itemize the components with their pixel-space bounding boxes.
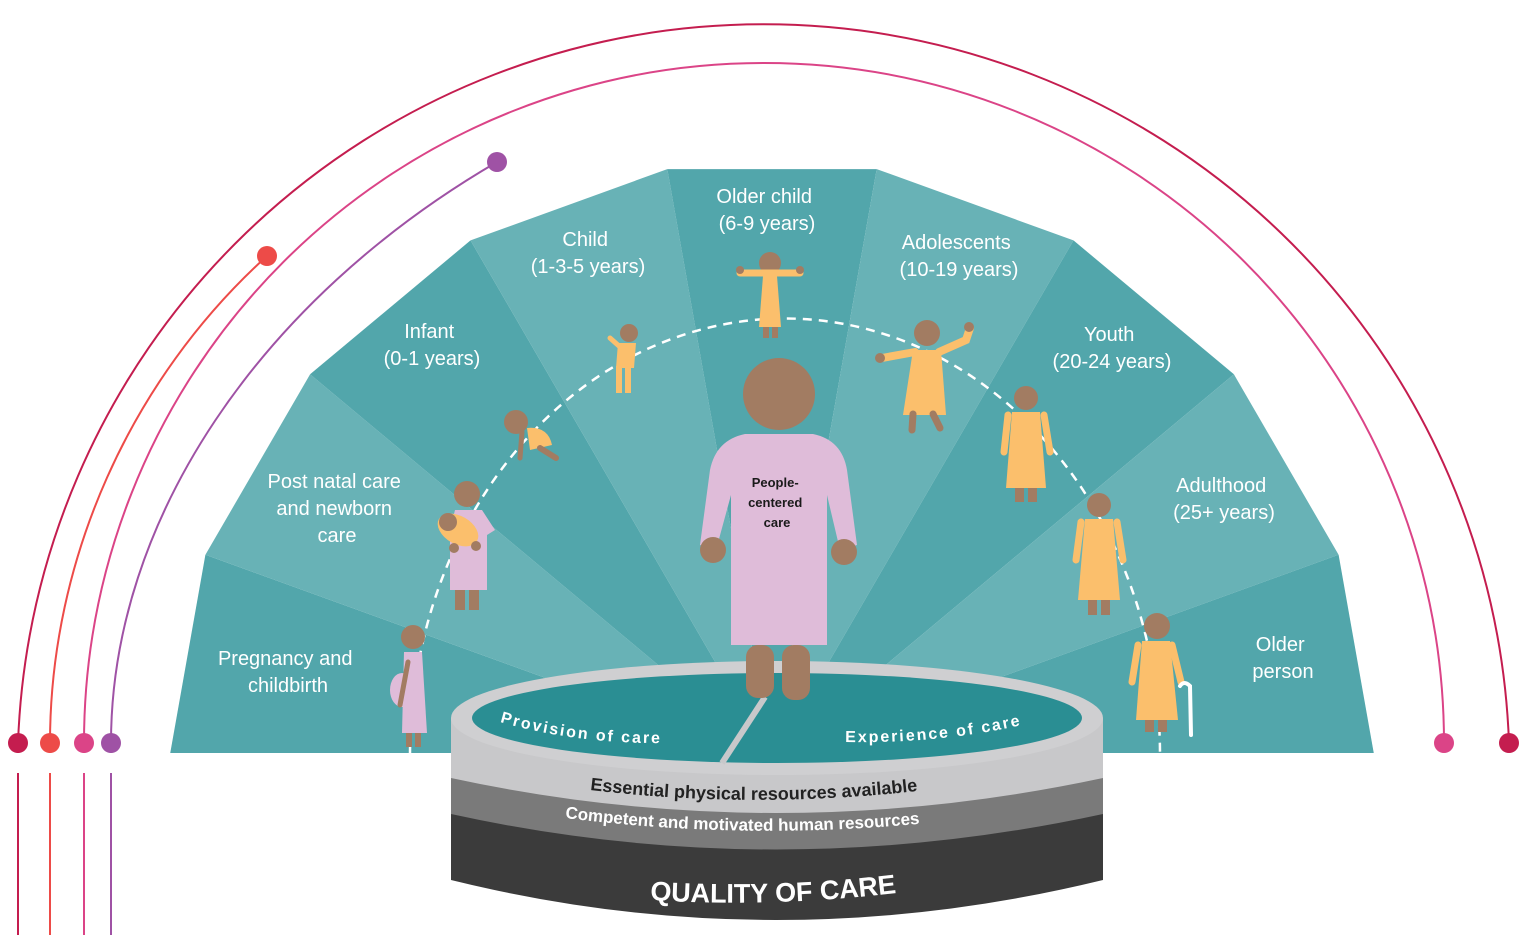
- purple-end-dot: [487, 152, 507, 172]
- pink-right-dot: [1434, 733, 1454, 753]
- fan-segment-infant: [310, 240, 772, 760]
- purple-curve-line: [110, 161, 498, 744]
- fan-segment-postnatal: [205, 374, 772, 760]
- outer-arc-line: [17, 23, 1510, 744]
- stage-label-infant: Infant (0-1 years): [384, 321, 481, 370]
- stage-label-older-person: Older person: [1252, 634, 1313, 683]
- quality-platform: [451, 661, 1103, 920]
- pregnant-woman-figure: [390, 625, 427, 747]
- stage-label-adulthood: Adulthood (25+ years): [1173, 475, 1275, 524]
- fan-segment-adulthood: [772, 374, 1339, 760]
- crimson-right-dot: [1499, 733, 1519, 753]
- older-person-figure: [1128, 613, 1193, 737]
- purple-dot: [101, 733, 121, 753]
- adolescent-figure: [875, 320, 974, 434]
- fan-segment-youth: [772, 240, 1234, 760]
- people-centered-label: People- centered care: [748, 475, 806, 530]
- stage-labels: Pregnancy and childbirth Post natal care…: [218, 186, 1314, 697]
- stage-label-youth: Youth (20-24 years): [1053, 324, 1172, 373]
- older-child-figure: [736, 252, 804, 338]
- child-figure: [607, 324, 638, 393]
- people-centered-figure: People- centered care: [700, 358, 857, 700]
- decorative-dots: [8, 152, 1519, 753]
- fan-segment-child: [470, 169, 772, 761]
- infant-crawling-figure: [504, 410, 559, 461]
- crimson-dot: [8, 733, 28, 753]
- fan-segment-adolescents: [772, 169, 1074, 761]
- stage-label-postnatal: Post natal care and newborn care: [268, 471, 407, 547]
- decorative-arc-lines: [17, 23, 1510, 935]
- red-end-dot: [257, 246, 277, 266]
- pink-dot: [74, 733, 94, 753]
- platform-divider: [719, 695, 768, 765]
- adult-figure: [1072, 493, 1127, 615]
- stage-label-older-child: Older child (6-9 years): [716, 186, 817, 235]
- stage-label-pregnancy: Pregnancy and childbirth: [218, 648, 358, 697]
- red-dot: [40, 733, 60, 753]
- stage-label-child: Child (1-3-5 years): [531, 229, 645, 278]
- youth-figure: [1000, 386, 1054, 502]
- red-curve-line: [49, 255, 268, 744]
- pink-arc-line: [83, 62, 1445, 744]
- stage-label-adolescents: Adolescents (10-19 years): [900, 232, 1019, 281]
- platform-inner: [472, 673, 1082, 763]
- mother-with-newborn-figure: [437, 481, 495, 610]
